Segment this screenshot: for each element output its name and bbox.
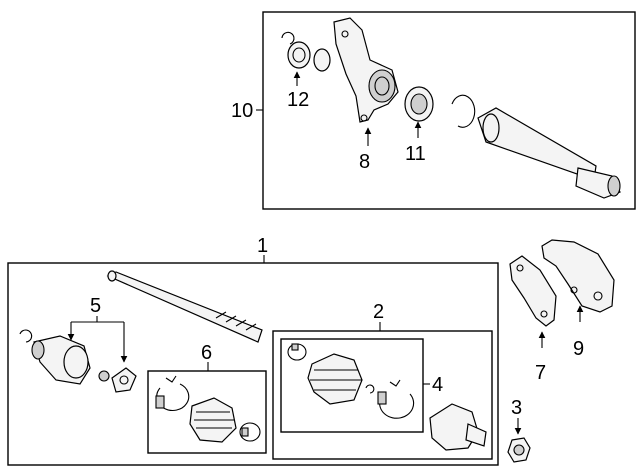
outer-boot-kit-box — [280, 338, 424, 433]
callout-2: 2 — [373, 301, 384, 323]
bracket-7 — [509, 255, 557, 327]
callout-8: 8 — [359, 151, 370, 173]
callout-12: 12 — [287, 89, 309, 111]
axle-assembly-box — [7, 262, 499, 466]
washer-5 — [98, 370, 110, 382]
outer-joint-kit-box — [272, 330, 493, 460]
callout-1: 1 — [257, 235, 268, 257]
seal-12 — [287, 41, 311, 69]
callout-9: 9 — [573, 338, 584, 360]
clip-4 — [365, 384, 375, 394]
snap-ring-small — [281, 31, 295, 45]
callout-7: 7 — [535, 362, 546, 384]
callout-11: 11 — [405, 143, 426, 165]
tripod-joint — [111, 367, 137, 393]
clip-5 — [19, 329, 33, 343]
callout-3: 3 — [511, 397, 522, 419]
callout-6: 6 — [201, 342, 212, 364]
heat-shield-9 — [541, 239, 615, 313]
boot-clamp-small — [239, 422, 261, 442]
callout-10: 10 — [231, 100, 253, 122]
outer-boot — [307, 353, 363, 405]
clamp-large-4 — [379, 379, 415, 419]
callout-4: 4 — [432, 374, 443, 396]
outer-stub-shaft — [465, 423, 487, 447]
callout-5: 5 — [90, 295, 101, 317]
axle-shaft — [106, 271, 263, 343]
snap-ring-large — [451, 94, 476, 128]
bearing-bracket — [333, 17, 399, 123]
o-ring — [313, 48, 331, 72]
inner-boot-kit-box — [147, 370, 267, 454]
